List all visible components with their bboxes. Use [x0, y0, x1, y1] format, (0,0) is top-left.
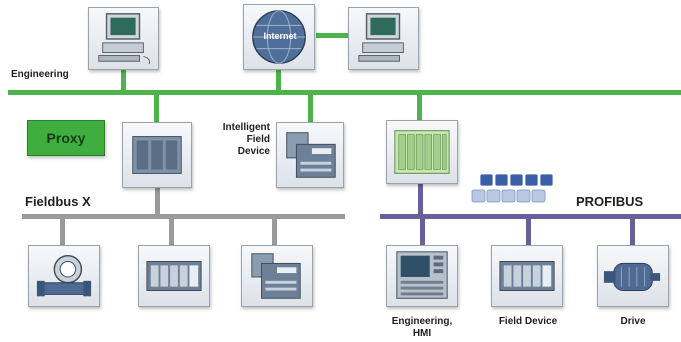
- intelligent-field-device[interactable]: [276, 122, 344, 188]
- fieldbus-drop-2: [169, 217, 174, 247]
- plc-rack-icon: [394, 130, 450, 174]
- field-device-x2[interactable]: [241, 245, 313, 307]
- io-module-icon: [146, 261, 202, 291]
- profibus-drop-3: [630, 217, 635, 245]
- fieldbus-x-label: Fieldbus X: [25, 194, 91, 209]
- monitor-computer-icon: [98, 13, 151, 65]
- io-module-icon: [286, 132, 336, 178]
- profibus-drop-1: [420, 217, 425, 245]
- globe-icon: [252, 10, 306, 64]
- field-device-pb[interactable]: [491, 245, 563, 307]
- master-profibus-connector: [418, 184, 423, 216]
- internet-connector: [276, 70, 281, 92]
- ifd-label-line-3: Device: [237, 146, 270, 157]
- internet-label: Internet: [263, 31, 297, 41]
- proxy-badge: Proxy: [27, 120, 105, 156]
- ifd-label-line-1: Intelligent: [222, 122, 270, 133]
- profibus-master[interactable]: [386, 120, 458, 184]
- flow-meter-icon: [36, 254, 92, 297]
- internet-remote-link: [316, 33, 348, 38]
- fieldbus-x-bus: [22, 214, 345, 219]
- ifd-ethernet-connector: [308, 92, 313, 122]
- engineering-connector: [121, 68, 126, 92]
- engineering-hmi[interactable]: [386, 245, 458, 307]
- remote-pc[interactable]: [348, 7, 419, 70]
- proxy-controller[interactable]: [122, 122, 192, 188]
- profibus-bus: [380, 214, 681, 219]
- monitor-computer-icon: [358, 13, 404, 62]
- engineering-hmi-label-line-1: Engineering,: [391, 316, 453, 327]
- engineering-pc[interactable]: [88, 7, 159, 70]
- field-device-label: Field Device: [498, 316, 558, 327]
- proxy-fieldbus-connector: [155, 186, 160, 216]
- engineering-hmi-label-line-2: HMI: [412, 328, 432, 339]
- profibus-drop-2: [526, 217, 531, 245]
- field-device-x1[interactable]: [138, 245, 210, 307]
- engineering-label: Engineering: [11, 69, 69, 80]
- engineering-hmi-label: Engineering, HMI: [376, 316, 468, 340]
- fieldbus-drop-1: [60, 217, 65, 247]
- intelligent-field-device-label: Intelligent Field Device: [206, 122, 270, 158]
- profi-logo-icon: [471, 173, 554, 203]
- profibus-label: PROFIBUS: [576, 194, 644, 209]
- hmi-panel-icon: [396, 251, 448, 299]
- io-module-icon: [251, 253, 301, 299]
- industrial-ethernet-bus: [8, 90, 681, 95]
- master-ethernet-connector: [417, 92, 422, 120]
- ifd-label-line-2: Field: [246, 134, 270, 145]
- drive[interactable]: [597, 245, 669, 307]
- proxy-ethernet-connector: [154, 92, 159, 122]
- io-module-icon: [499, 261, 555, 291]
- internet-node[interactable]: Internet: [243, 4, 315, 70]
- fieldbus-drop-3: [272, 217, 277, 247]
- profi-logo: [470, 172, 554, 208]
- flow-meter[interactable]: [28, 245, 100, 307]
- plc-controller-icon: [132, 136, 182, 174]
- drive-label: Drive: [620, 316, 646, 327]
- motor-icon: [603, 262, 661, 292]
